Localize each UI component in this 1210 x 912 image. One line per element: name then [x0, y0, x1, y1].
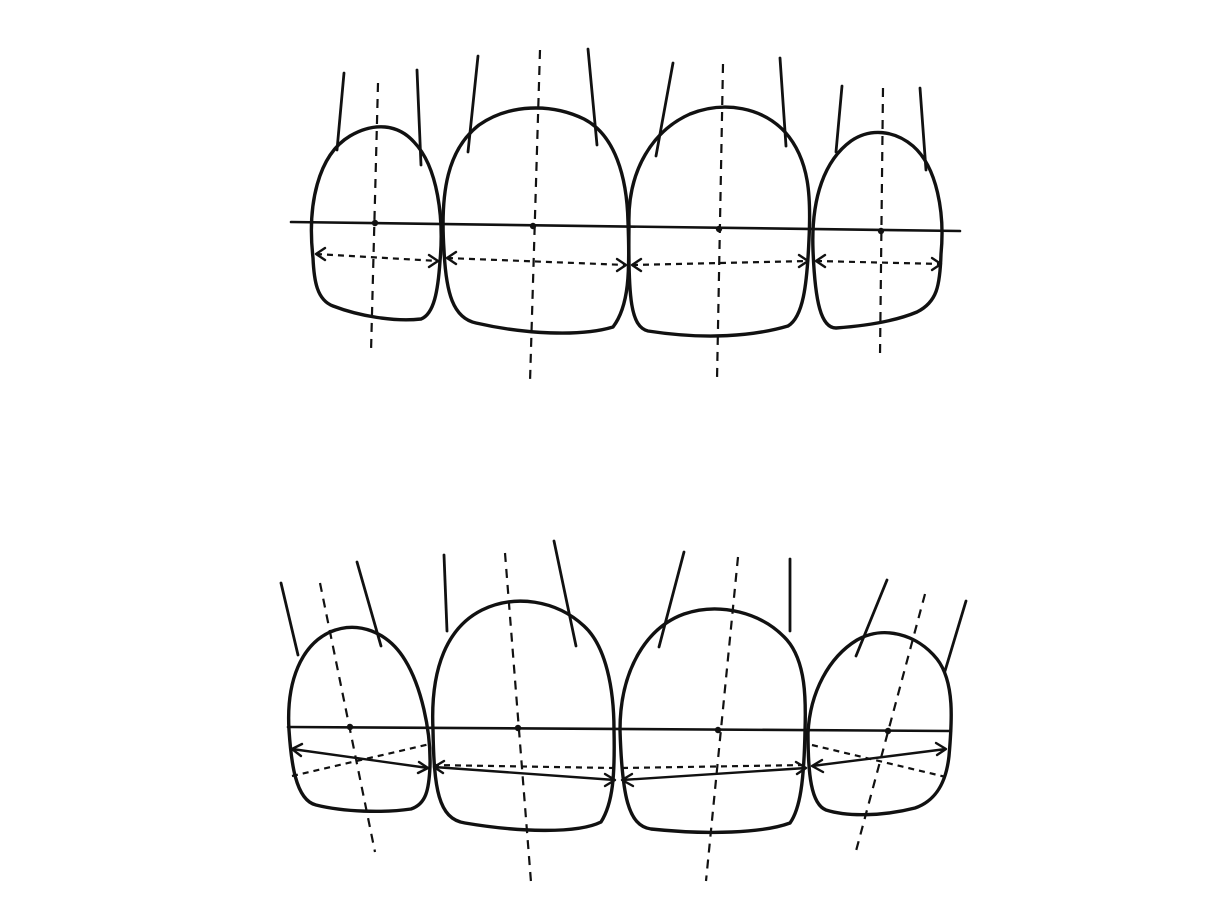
- top-root-line: [654, 61, 675, 158]
- bottom-central-incisor-left: [618, 607, 808, 835]
- top-root-lines: [335, 47, 928, 172]
- bottom-root-line: [552, 539, 578, 648]
- bottom-width-arrow: [291, 747, 429, 770]
- bottom-tooth-axis: [318, 582, 377, 853]
- top-lateral-incisor-right: [309, 125, 443, 322]
- bottom-arrow-head: [934, 741, 948, 757]
- bottom-center-dot: [514, 724, 522, 732]
- bottom-lateral-incisor-left: [806, 631, 953, 817]
- bottom-arrow-head: [432, 759, 446, 775]
- bottom-tooth-axis: [503, 552, 533, 883]
- bottom-arrow-head: [290, 742, 304, 758]
- top-arrow-head: [630, 257, 643, 273]
- top-tooth-outlines: [309, 105, 944, 338]
- top-root-line: [466, 54, 480, 154]
- top-width-arrow: [631, 259, 809, 267]
- top-arrow-head: [814, 253, 827, 269]
- top-tooth-axis: [369, 82, 380, 353]
- top-root-line: [586, 47, 599, 147]
- bottom-width-arrow: [621, 766, 807, 782]
- top-arrow-head: [427, 253, 440, 269]
- bottom-tooth-axis: [854, 593, 927, 852]
- bottom-helper-line: [621, 763, 807, 770]
- bottom-root-line: [442, 553, 449, 633]
- bottom-width-arrow: [433, 765, 616, 782]
- bottom-arrow-head: [794, 760, 808, 776]
- top-center-dot: [371, 219, 379, 227]
- top-arrow-head: [615, 257, 628, 273]
- top-panel: [289, 47, 962, 383]
- top-width-arrows: [314, 246, 943, 273]
- top-center-dots: [371, 219, 885, 235]
- bottom-horizontal-reference-line: [286, 725, 953, 733]
- bottom-root-line: [854, 578, 889, 658]
- top-center-dot: [877, 227, 885, 235]
- bottom-helper-line: [291, 742, 431, 778]
- top-arrow-head: [314, 246, 327, 262]
- top-arrow-head: [930, 256, 943, 272]
- top-tooth-axis: [878, 87, 885, 357]
- top-arrow-head: [445, 250, 458, 266]
- bottom-center-dot: [884, 727, 892, 735]
- bottom-arrow-head: [620, 772, 635, 788]
- bottom-root-line: [279, 581, 300, 657]
- bottom-helper-line: [811, 743, 947, 779]
- bottom-helper-dashed-lines: [291, 742, 947, 779]
- top-root-line: [335, 71, 346, 152]
- top-width-arrow: [815, 259, 942, 266]
- top-arrow-head: [797, 253, 810, 269]
- top-center-dot: [715, 225, 723, 233]
- top-width-arrow: [315, 252, 439, 263]
- bottom-root-lines: [279, 539, 968, 673]
- bottom-lateral-incisor-right: [286, 625, 432, 814]
- top-axis-lines: [369, 49, 885, 383]
- bottom-axis-lines: [318, 552, 927, 883]
- bottom-arrow-head: [603, 772, 617, 788]
- top-horizontal-reference-line: [289, 220, 962, 233]
- bottom-root-line: [943, 599, 968, 673]
- top-tooth-axis: [528, 49, 542, 383]
- bottom-panel: [279, 539, 968, 883]
- bottom-width-arrows: [290, 741, 948, 788]
- top-center-dot: [529, 222, 537, 230]
- bottom-width-arrow: [811, 747, 947, 768]
- bottom-center-dots: [346, 723, 892, 735]
- top-root-line: [918, 86, 928, 172]
- bottom-helper-line: [432, 763, 615, 770]
- top-central-incisor-right: [441, 106, 631, 335]
- top-root-line: [834, 84, 844, 154]
- bottom-root-line: [657, 550, 686, 649]
- bottom-tooth-outlines: [286, 599, 953, 835]
- top-tooth-axis: [715, 63, 725, 381]
- bottom-center-dot: [714, 726, 722, 734]
- bottom-arrow-head: [810, 758, 825, 774]
- top-lateral-incisor-left: [811, 130, 944, 330]
- top-width-arrow: [446, 256, 627, 267]
- top-central-incisor-left: [627, 105, 812, 338]
- bottom-center-dot: [346, 723, 354, 731]
- bottom-arrow-head: [416, 760, 430, 775]
